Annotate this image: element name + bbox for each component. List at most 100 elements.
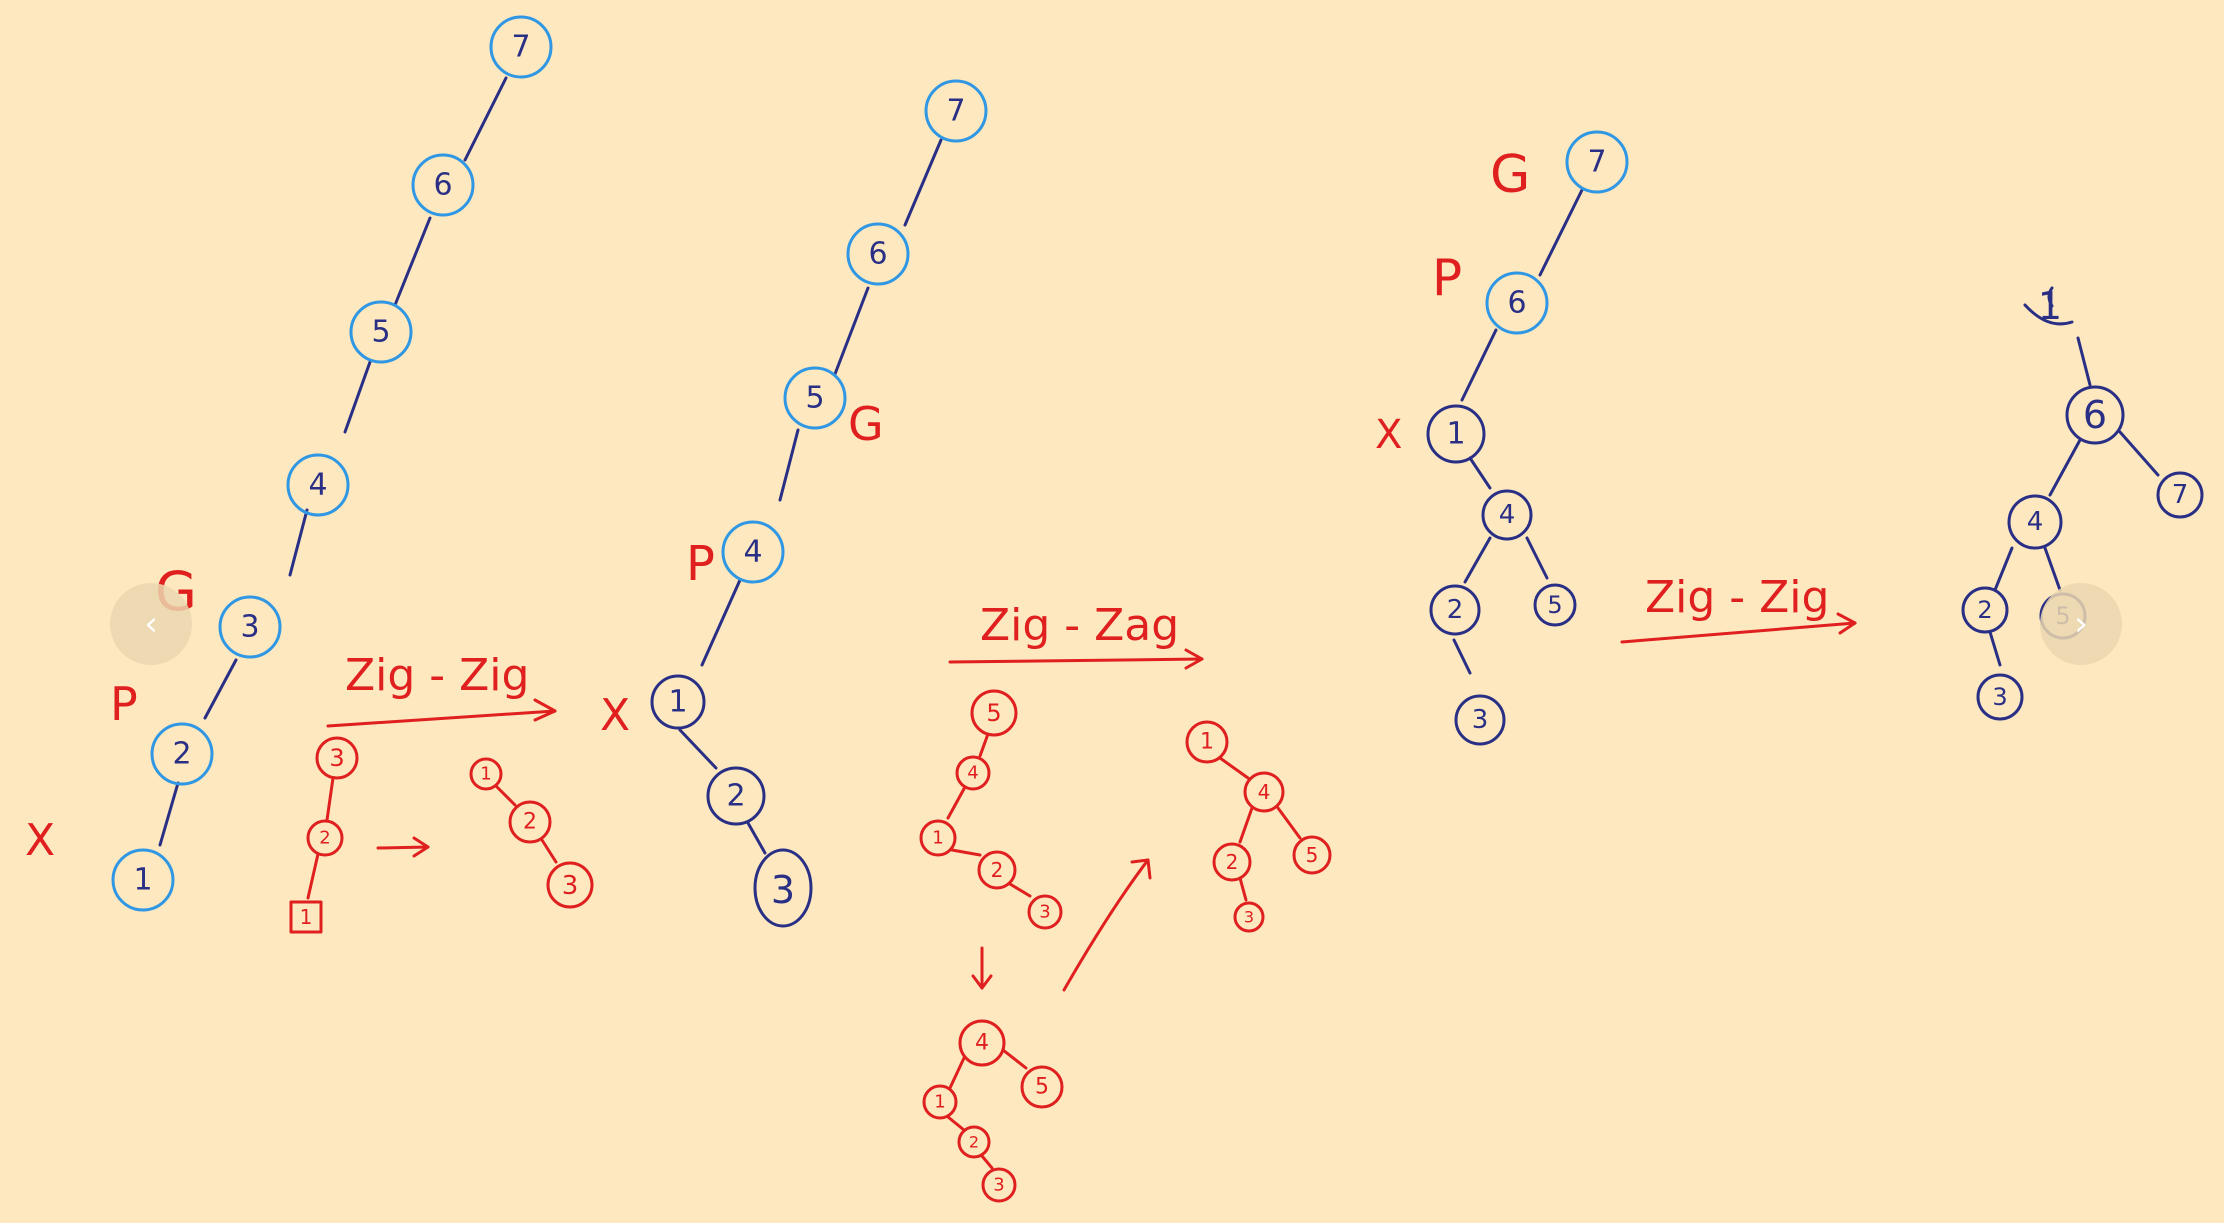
stage2-node-2 <box>706 766 766 826</box>
label-p: P <box>1432 249 1462 307</box>
sketch2-up-arrow <box>1062 858 1150 992</box>
stage1-node-label: 3 <box>240 610 259 645</box>
sketch1-arrow <box>376 845 430 850</box>
stage2-node-1 <box>650 674 706 730</box>
sketch1b-node-3 <box>546 861 594 909</box>
stage3-node-7 <box>1565 130 1629 194</box>
stage2-node-label: 1 <box>668 685 687 720</box>
stage4-node-label: 4 <box>2027 507 2044 537</box>
operation-label: Zig - Zag <box>980 600 1179 651</box>
stage3-node-5 <box>1533 583 1577 627</box>
edge-5-4 <box>343 360 372 434</box>
stage4-node-3 <box>1976 673 2024 721</box>
sketch-label: 1 <box>300 905 313 929</box>
sketch-label: 1 <box>480 764 491 785</box>
edge-7-6 <box>1538 188 1584 277</box>
stage1-node-3 <box>218 595 282 659</box>
stage3-node-6 <box>1485 271 1549 335</box>
edge-1-2 <box>678 728 718 770</box>
sketch1b-node-1 <box>469 757 503 791</box>
zig-zig-arrowhead-1 <box>533 698 557 722</box>
stage2-tree <box>678 138 943 855</box>
sketch-label: 2 <box>1226 850 1239 874</box>
sketch2-after-node-2 <box>1212 842 1252 882</box>
stage2-node-label: 6 <box>868 237 887 272</box>
stage4-node-2 <box>1961 586 2009 634</box>
previous-arrow-icon[interactable]: ‹ <box>110 583 192 665</box>
label-x: X <box>600 690 630 741</box>
stage1-node-6 <box>411 153 475 217</box>
stage1-node-7 <box>489 15 553 79</box>
sketch-label: 2 <box>523 810 537 835</box>
edge-6-7 <box>2118 430 2160 477</box>
sketch-label: 1 <box>1200 730 1214 755</box>
zig-zag-arrow <box>948 657 1204 664</box>
edge-4-2 <box>1463 536 1492 584</box>
sketch2-after-node-4 <box>1243 771 1285 813</box>
stage1-node-label: 5 <box>371 315 390 350</box>
sketch-label: 1 <box>932 828 943 849</box>
stage4-node-label: 3 <box>1992 683 2007 711</box>
sketch2-after-node-3 <box>1233 901 1265 933</box>
stage3-tree <box>1452 188 1584 675</box>
stage4-node-label: 2 <box>1977 596 1992 624</box>
edge-7-6 <box>903 138 943 227</box>
stage1-node-label: 2 <box>172 737 191 772</box>
edge-4-2 <box>1993 546 2014 592</box>
sketch-label: 5 <box>986 699 1001 727</box>
stage1-node-label: 4 <box>308 468 327 503</box>
sketch2-node-1 <box>919 819 957 857</box>
edge-5-4 <box>778 428 800 502</box>
sketch-label: 4 <box>1258 780 1271 804</box>
label-g: G <box>1490 145 1530 205</box>
sketch-label: 1 <box>934 1092 945 1113</box>
stage1-sketch <box>289 698 594 934</box>
edge-2-3 <box>1452 638 1472 675</box>
sketch1-node-1 <box>289 900 323 934</box>
next-arrow-icon[interactable]: › <box>2040 583 2122 665</box>
edge-4-3 <box>288 508 309 577</box>
sketch2-mid-node-1 <box>922 1084 958 1120</box>
edge-6-5 <box>393 216 432 307</box>
stage2-node-label: 7 <box>946 94 965 129</box>
stage1-node-label: 6 <box>433 168 452 203</box>
stage2-node-3 <box>753 848 813 928</box>
edge-2-1 <box>158 781 180 847</box>
edge-3-2 <box>203 658 238 720</box>
stage1-node-5 <box>349 300 413 364</box>
sketch-label: 3 <box>1244 908 1254 927</box>
label-g: G <box>848 397 884 451</box>
stage3-node-1 <box>1426 404 1486 464</box>
stage3-node-3 <box>1454 694 1506 746</box>
operation-label: Zig - Zig <box>1645 572 1829 623</box>
sketch2-after-node-5 <box>1292 835 1332 875</box>
stage2-node-7 <box>924 79 988 143</box>
sketch2-mid-node-5 <box>1020 1065 1064 1109</box>
stage2-node-4 <box>721 520 785 584</box>
sketch-label: 4 <box>967 763 978 784</box>
sketch-label: 2 <box>991 858 1004 882</box>
stage2-node-5 <box>783 366 847 430</box>
stage1-node-label: 7 <box>511 30 530 65</box>
sketch-label: 5 <box>1306 843 1319 867</box>
stage3-arrow <box>1620 621 1857 644</box>
label-x: X <box>1375 412 1402 458</box>
sketch2-node-2 <box>977 850 1017 890</box>
stage1-node-4 <box>286 453 350 517</box>
stage3-node-label: 1 <box>1446 417 1465 452</box>
label-p: P <box>110 677 138 731</box>
edge-2-3 <box>746 821 767 855</box>
stage4-node-1 <box>2023 303 2074 326</box>
sketch-label: 2 <box>319 828 330 849</box>
stage4-node-label: 1 <box>2038 284 2062 328</box>
zig-zig-arrow-1 <box>326 709 557 728</box>
edge-4-5 <box>1525 536 1549 580</box>
edge-4-5 <box>2043 546 2062 592</box>
edge-4-1 <box>700 578 742 667</box>
edge-1-4 <box>1468 456 1492 490</box>
sketch2-after-node-1 <box>1185 720 1229 764</box>
stage2-node-label: 4 <box>743 535 762 570</box>
stage3-node-label: 3 <box>1472 705 1489 735</box>
stage2-node-6 <box>846 222 910 286</box>
